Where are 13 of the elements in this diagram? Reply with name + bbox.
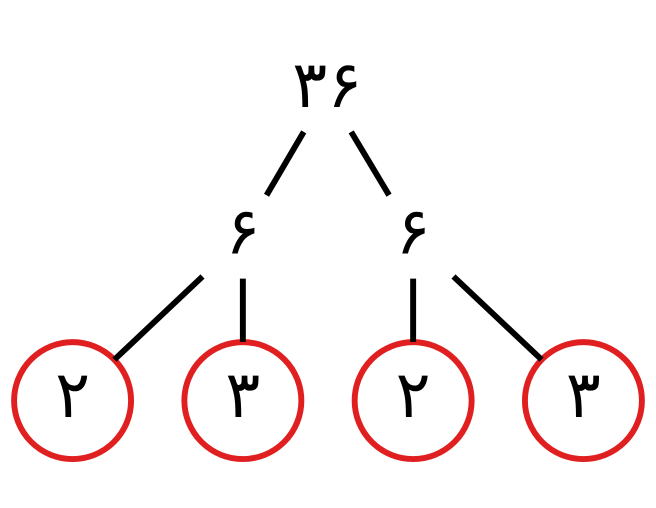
connector bbox=[112, 274, 205, 362]
node-circle: ۳ bbox=[522, 339, 645, 462]
connector bbox=[264, 130, 306, 197]
node-text: ۶ bbox=[225, 194, 260, 270]
node-text: ۳۶ bbox=[292, 48, 362, 123]
node-circle: ۲ bbox=[11, 339, 134, 462]
connector bbox=[240, 278, 246, 342]
node-circle: ۳ bbox=[181, 339, 304, 462]
connector bbox=[451, 274, 544, 362]
node-text: ۶ bbox=[396, 194, 431, 270]
connector bbox=[410, 278, 416, 342]
node-circle: ۲ bbox=[352, 339, 475, 462]
connector bbox=[348, 130, 392, 197]
